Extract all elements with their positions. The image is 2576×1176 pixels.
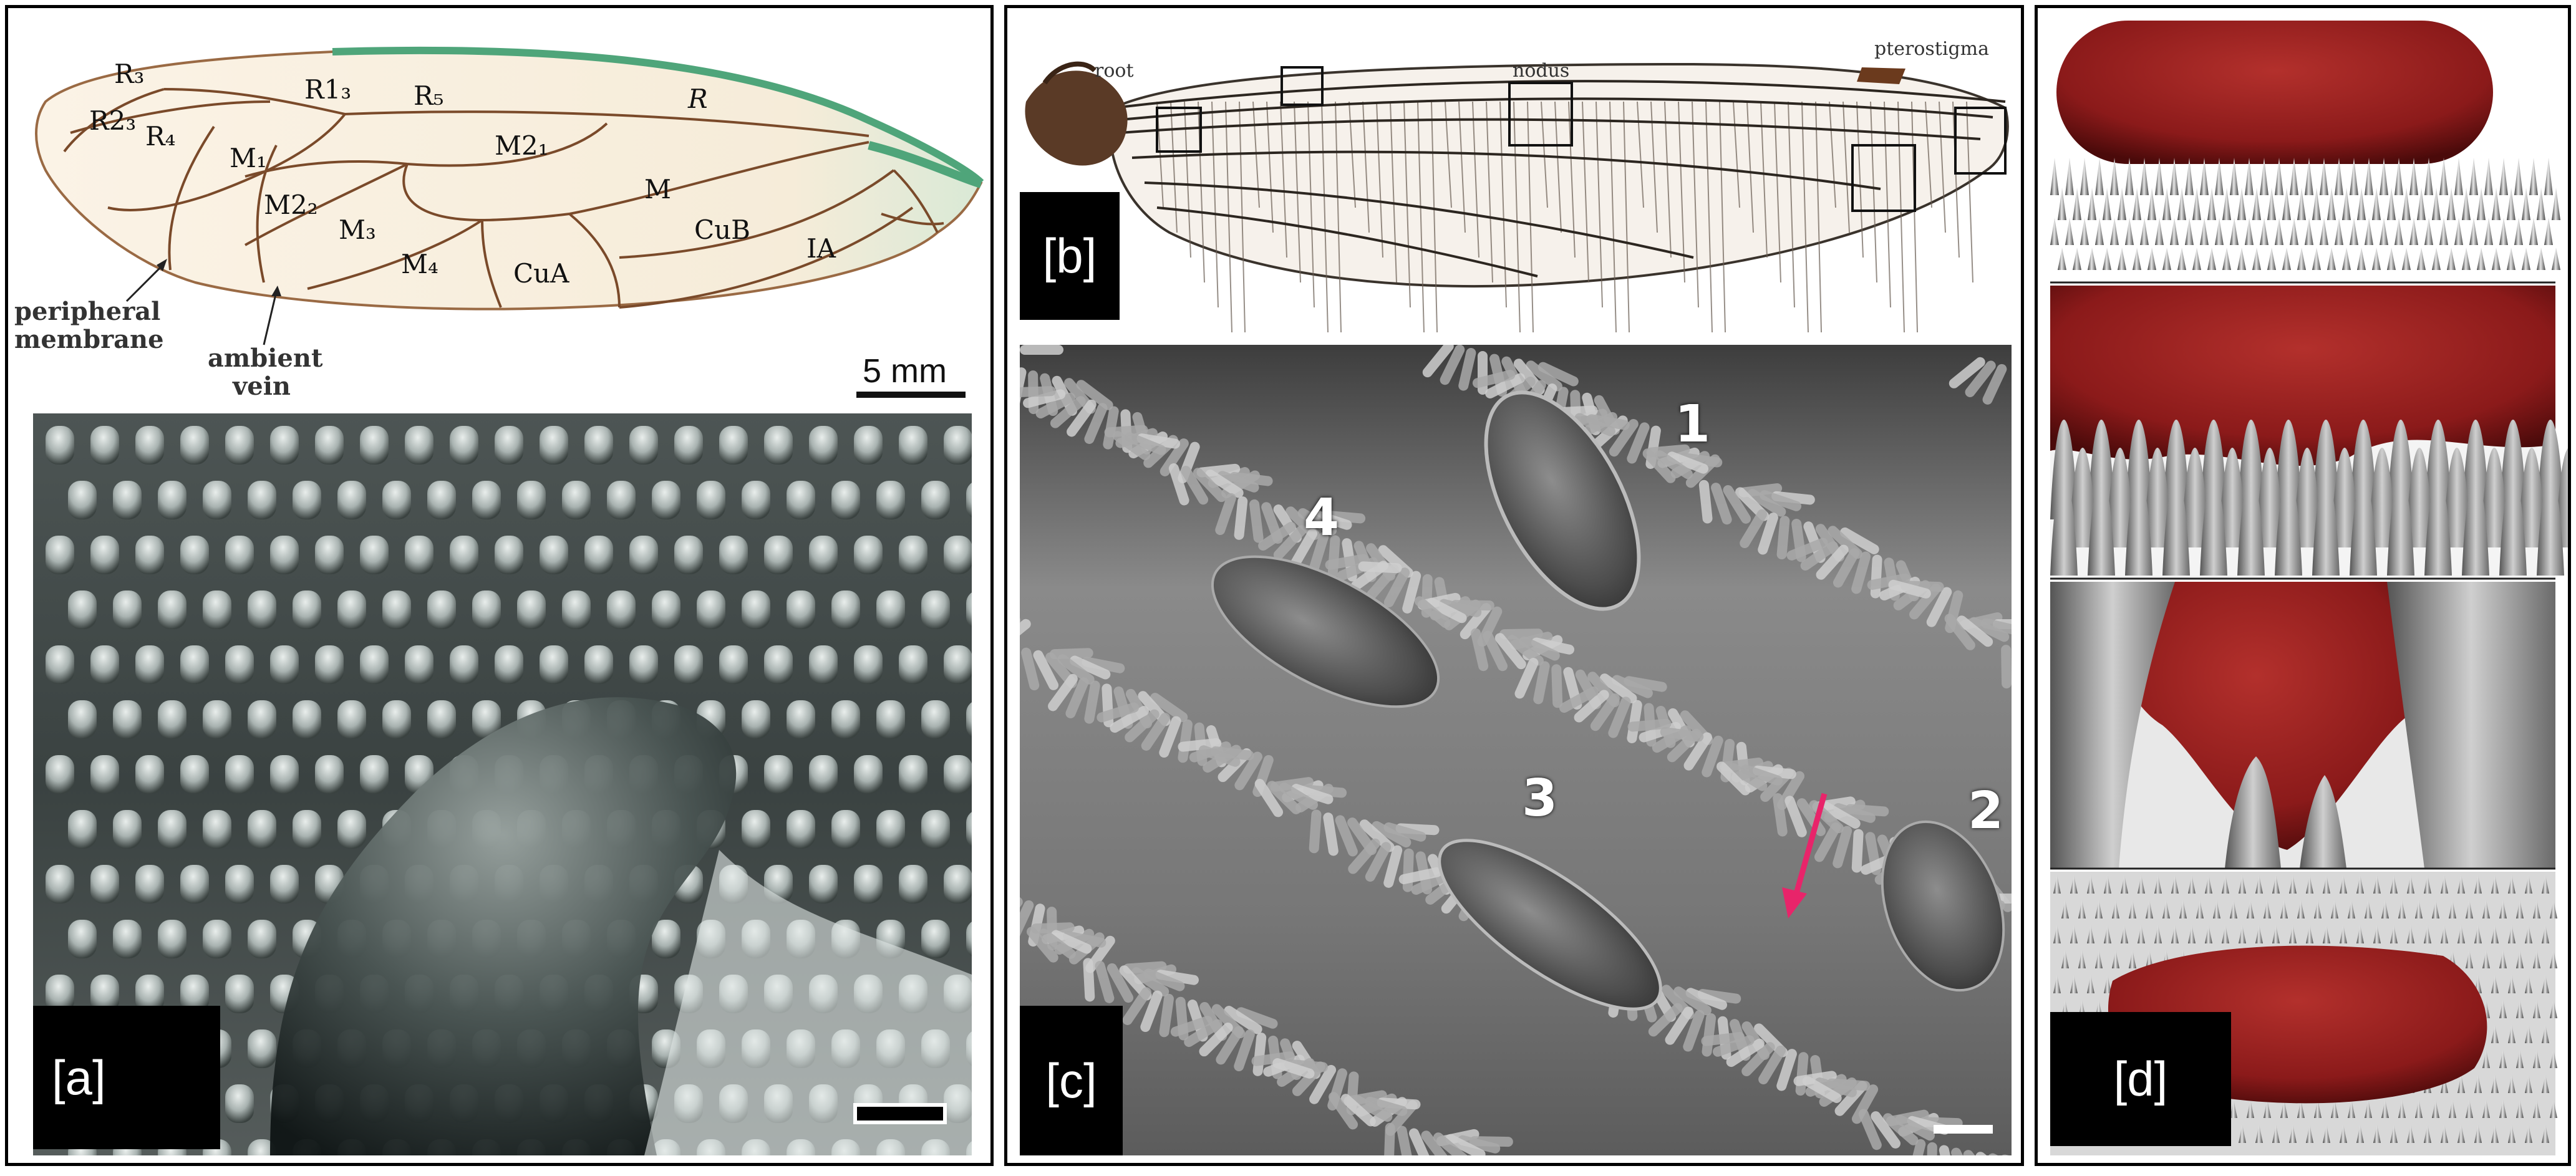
label-R3: R₃ bbox=[114, 59, 144, 89]
label-root: root bbox=[1095, 60, 1134, 82]
panel-tag-d: [d] bbox=[2050, 1012, 2231, 1146]
bacteria-nanopillar-render bbox=[2038, 8, 2568, 1155]
bacterium-capsule bbox=[2056, 21, 2493, 164]
annotation-ambient-line1: ambient bbox=[208, 344, 323, 373]
panel-d: [d] bbox=[2035, 5, 2571, 1166]
box-distal bbox=[1851, 144, 1916, 212]
marker-1: 1 bbox=[1675, 395, 1711, 454]
bacterium-3 bbox=[1438, 839, 1662, 1011]
scale-bar-label: 5 mm bbox=[863, 352, 947, 390]
label-M3: M₃ bbox=[339, 214, 376, 245]
wing-root bbox=[1025, 70, 1128, 166]
label-M4: M₄ bbox=[401, 249, 438, 279]
bacterium-1 bbox=[1484, 390, 1641, 611]
label-R1: R1₃ bbox=[304, 74, 351, 105]
annotation-peripheral-line1: peripheral bbox=[14, 297, 160, 326]
label-R5: R₅ bbox=[414, 80, 443, 111]
sem-bacteria-image: 1 2 3 4 bbox=[1020, 345, 2012, 1155]
label-M21: M2₁ bbox=[495, 130, 549, 161]
annotation-peripheral-line2: membrane bbox=[14, 325, 164, 354]
small-spike-field bbox=[2050, 158, 2560, 270]
label-nodus: nodus bbox=[1513, 60, 1569, 82]
scale-bar-c bbox=[1934, 1125, 1993, 1134]
marker-3: 3 bbox=[1522, 769, 1558, 828]
panel-tag-a: [a] bbox=[33, 1006, 220, 1149]
marker-2: 2 bbox=[1968, 781, 2004, 841]
label-pterostigma: pterostigma bbox=[1874, 38, 1989, 60]
marker-4: 4 bbox=[1304, 488, 1340, 547]
box-tip bbox=[1954, 107, 2007, 175]
panel-a: R₃ R2₃ R₄ R1₃ R₅ R M₁ M2₁ M2₂ M₃ M M₄ Cu… bbox=[5, 5, 994, 1166]
annotation-ambient-line2: vein bbox=[232, 372, 291, 401]
label-R2: R2₃ bbox=[89, 105, 136, 136]
cicada-wing-diagram: R₃ R2₃ R₄ R1₃ R₅ R M₁ M2₁ M2₂ M₃ M M₄ Cu… bbox=[14, 46, 984, 401]
arrow-indicator bbox=[1793, 793, 1828, 895]
bacterium-4 bbox=[1211, 555, 1440, 708]
label-R4: R₄ bbox=[145, 121, 175, 152]
label-M1: M₁ bbox=[230, 143, 267, 173]
pterostigma bbox=[1857, 67, 1905, 84]
dragonfly-wing-diagram: root nodus pterostigma bbox=[1025, 38, 2009, 332]
label-M22: M2₂ bbox=[264, 190, 318, 220]
panel-tag-c: [c] bbox=[1020, 1006, 1123, 1155]
cone-field bbox=[2050, 420, 2568, 576]
nanostructure-rods bbox=[1020, 345, 2012, 1155]
scale-bar bbox=[856, 392, 966, 398]
box-nodus bbox=[1508, 82, 1573, 147]
label-M: M bbox=[644, 174, 671, 205]
bacterium-sagging bbox=[2100, 582, 2412, 850]
label-CuA: CuA bbox=[513, 258, 569, 289]
panel-bc: root nodus pterostigma [b] bbox=[1004, 5, 2024, 1166]
wing-membrane-fold bbox=[270, 697, 737, 1155]
box-root bbox=[1156, 107, 1202, 153]
scale-bar-a bbox=[853, 1103, 947, 1124]
label-CuB: CuB bbox=[694, 214, 750, 245]
bacterium-2 bbox=[1881, 820, 2005, 992]
label-R: R bbox=[687, 84, 708, 114]
panel-tag-b: [b] bbox=[1020, 192, 1120, 320]
label-IA: IA bbox=[806, 233, 836, 264]
box-costal bbox=[1281, 66, 1324, 106]
